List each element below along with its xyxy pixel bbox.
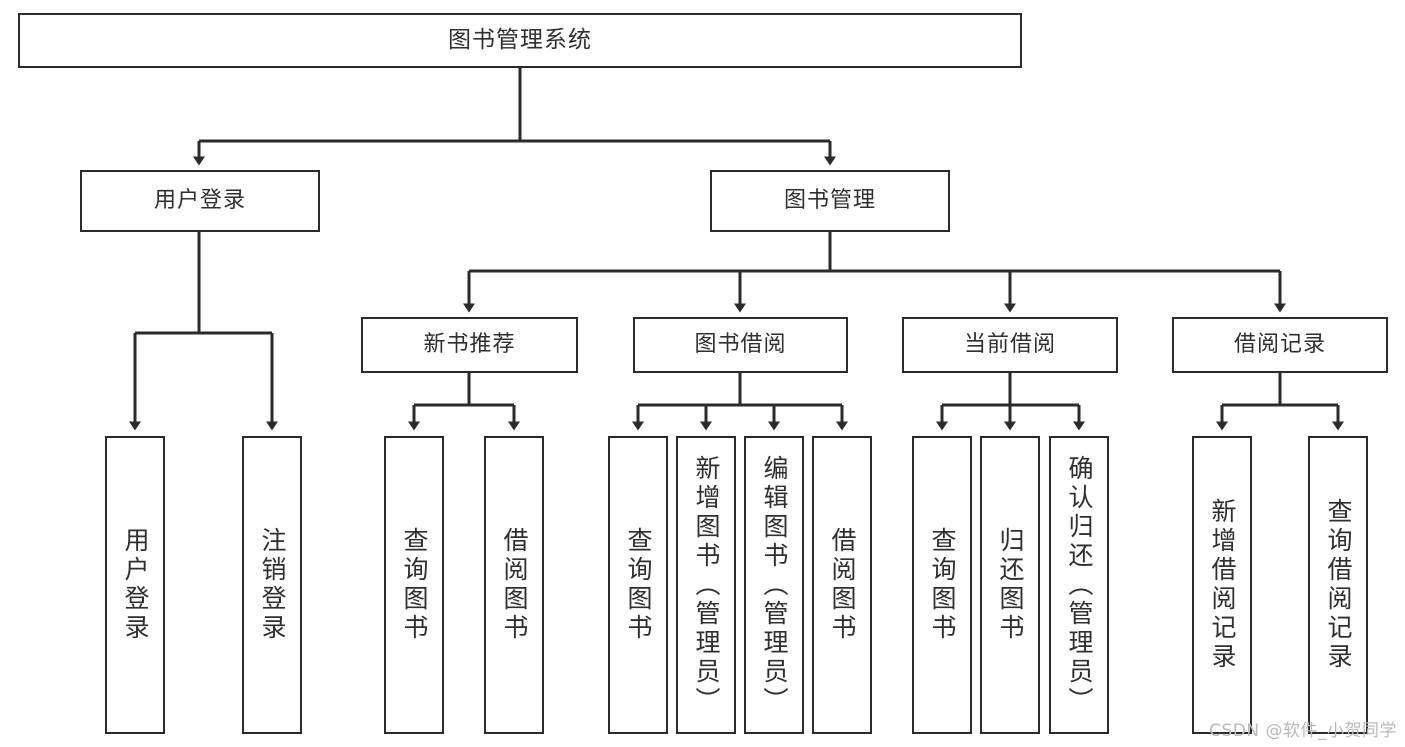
node-label: 新增图书（管理员） [692, 454, 721, 716]
leaf-new-book-query[interactable]: 查询图书 [384, 436, 444, 734]
node-label: 新书推荐 [423, 332, 516, 358]
leaf-borrow-edit-book-admin[interactable]: 编辑图书（管理员） [744, 436, 804, 734]
node-label: 当前借阅 [963, 332, 1056, 358]
node-root-system[interactable]: 图书管理系统 [18, 13, 1022, 68]
node-label: 新增借阅记录 [1208, 498, 1237, 672]
node-label: 注销登录 [258, 527, 287, 643]
node-user-login[interactable]: 用户登录 [80, 170, 320, 232]
leaf-current-confirm-return-admin[interactable]: 确认归还（管理员） [1049, 436, 1109, 734]
leaf-current-query-book[interactable]: 查询图书 [912, 436, 972, 734]
leaf-record-add-record[interactable]: 新增借阅记录 [1192, 436, 1252, 734]
leaf-new-book-borrow[interactable]: 借阅图书 [484, 436, 544, 734]
leaf-borrow-add-book-admin[interactable]: 新增图书（管理员） [676, 436, 736, 734]
node-label: 借阅图书 [828, 527, 857, 643]
node-label: 用户登录 [153, 188, 246, 214]
node-label: 查询图书 [400, 527, 429, 643]
node-label: 确认归还（管理员） [1065, 454, 1094, 716]
node-label: 查询图书 [624, 527, 653, 643]
node-book-management[interactable]: 图书管理 [710, 170, 950, 232]
node-label: 图书借阅 [694, 332, 787, 358]
node-label: 借阅图书 [500, 527, 529, 643]
leaf-current-return-book[interactable]: 归还图书 [980, 436, 1040, 734]
leaf-borrow-borrow-book[interactable]: 借阅图书 [812, 436, 872, 734]
node-label: 用户登录 [121, 527, 150, 643]
node-label: 借阅记录 [1233, 332, 1326, 358]
node-label: 查询借阅记录 [1324, 498, 1353, 672]
node-label: 图书管理 [783, 188, 876, 214]
node-label: 查询图书 [928, 527, 957, 643]
node-new-book-recommend[interactable]: 新书推荐 [361, 317, 578, 373]
leaf-user-login-login[interactable]: 用户登录 [105, 436, 165, 734]
node-label: 图书管理系统 [448, 26, 592, 53]
node-label: 编辑图书（管理员） [760, 454, 789, 716]
node-borrow-record[interactable]: 借阅记录 [1172, 317, 1388, 373]
node-current-borrow[interactable]: 当前借阅 [902, 317, 1118, 373]
node-label: 归还图书 [996, 527, 1025, 643]
leaf-user-login-logout[interactable]: 注销登录 [242, 436, 302, 734]
leaf-record-query-record[interactable]: 查询借阅记录 [1308, 436, 1368, 734]
csdn-watermark: CSDN @软件_小贺同学 [1209, 721, 1397, 741]
leaf-borrow-query-book[interactable]: 查询图书 [608, 436, 668, 734]
node-book-borrow[interactable]: 图书借阅 [633, 317, 848, 373]
